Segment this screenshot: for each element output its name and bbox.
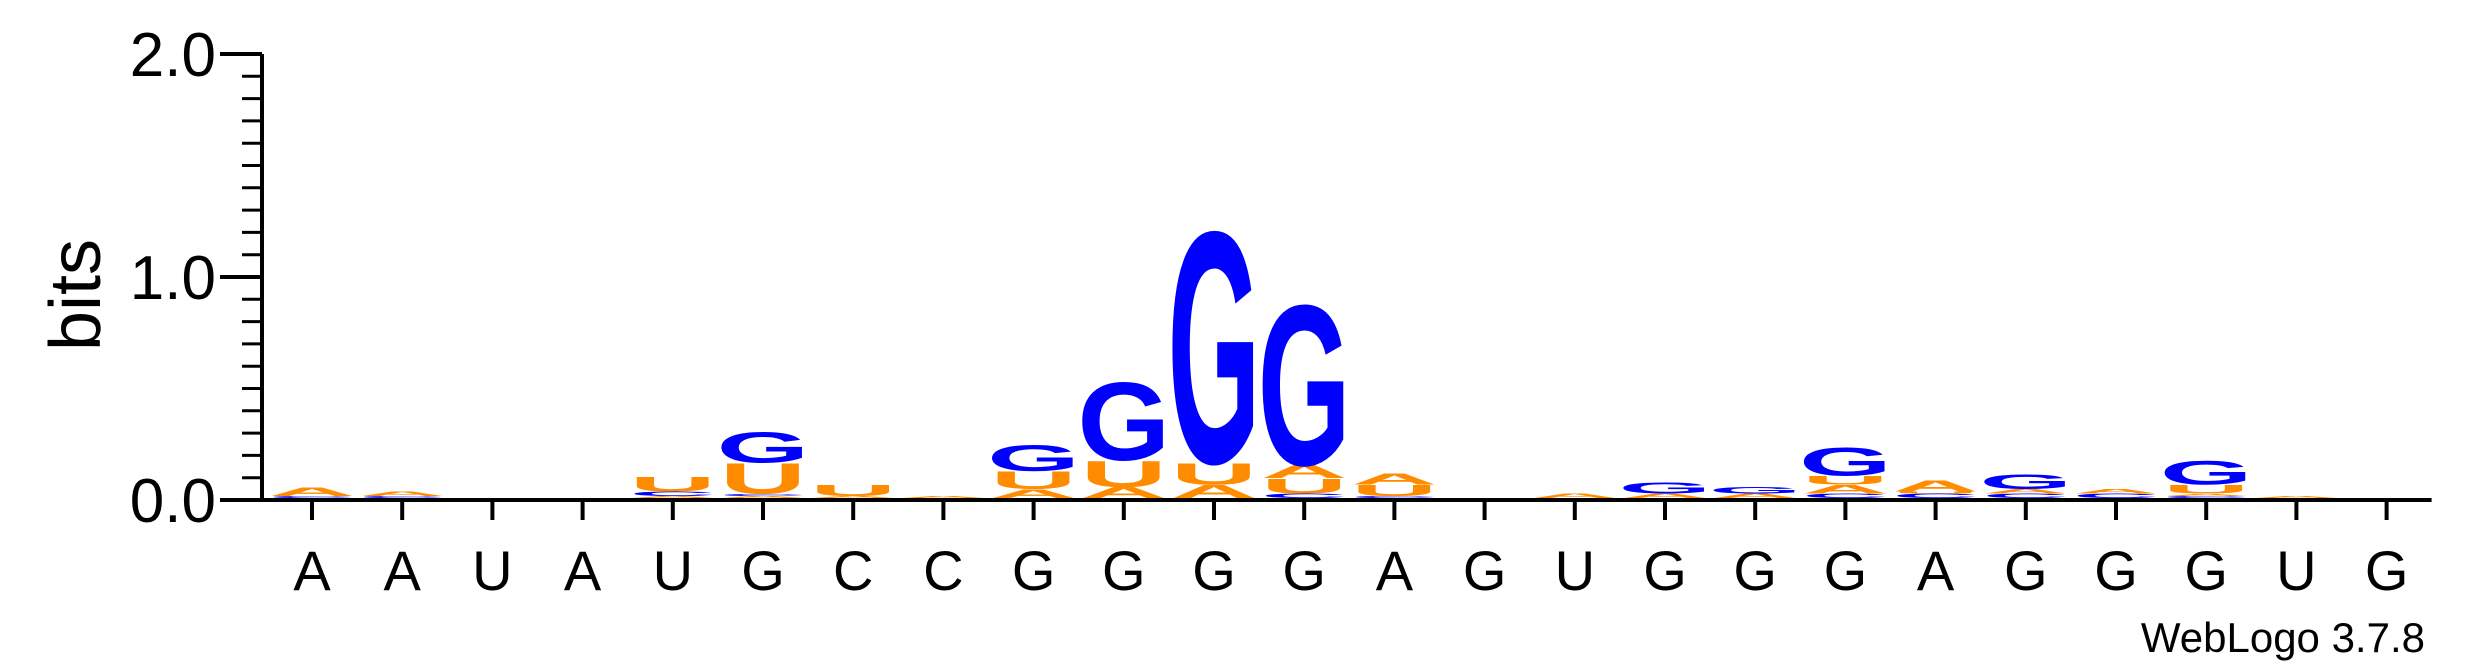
logo-letter-g: G — [1979, 470, 2072, 494]
logo-letter-a: A — [1261, 461, 1347, 482]
logo-letter-a: A — [2163, 493, 2249, 496]
logo-letter-u: U — [1081, 453, 1167, 495]
logo-letter-a: A — [1892, 477, 1978, 494]
x-tick-label: C — [833, 539, 873, 602]
logo-letter-u: U — [990, 467, 1076, 495]
logo-letter-c: C — [2163, 495, 2249, 498]
logo-letter-u: U — [2163, 482, 2249, 496]
x-tick-label: U — [472, 539, 512, 602]
logo-letter-a: A — [630, 495, 716, 498]
logo-letter-c: C — [1892, 492, 1978, 499]
y-tick-label: 1.0 — [130, 244, 216, 313]
logo-letter-g: G — [1168, 163, 1261, 533]
x-tick-label: G — [2184, 539, 2228, 602]
logo-letter-g: G — [1619, 480, 1712, 497]
logo-letter-a: A — [1081, 484, 1167, 501]
logo-letter-a: A — [1712, 492, 1798, 499]
logo-letter-c: C — [2073, 492, 2159, 499]
logo-letter-a: A — [1532, 492, 1618, 499]
logo-letter-c: C — [269, 495, 355, 498]
logo-letter-c: C — [720, 493, 806, 496]
x-tick-label: A — [384, 539, 422, 602]
logo-letter-a: A — [1351, 471, 1437, 488]
logo-letter-c: C — [359, 495, 445, 498]
logo-letter-g: G — [717, 424, 810, 472]
logo-letter-c: C — [630, 490, 716, 497]
weblogo-credit: WebLogo 3.7.8 — [2141, 614, 2425, 661]
logo-letter-a: A — [900, 495, 986, 498]
x-tick-label: G — [1102, 539, 1146, 602]
logo-letter-a: A — [2253, 495, 2339, 498]
x-tick-label: U — [653, 539, 693, 602]
x-tick-label: G — [741, 539, 785, 602]
logo-letter-c: C — [1261, 492, 1347, 499]
logo-letter-u: U — [810, 482, 896, 499]
y-axis-title: bits — [36, 239, 116, 351]
x-tick-label: G — [2094, 539, 2138, 602]
logo-letter-c: C — [1802, 492, 1888, 499]
x-tick-label: G — [1733, 539, 1777, 602]
logo-letter-a: A — [810, 495, 896, 498]
x-tick-label: A — [1376, 539, 1414, 602]
logo-letter-u: U — [630, 472, 716, 496]
logo-letter-g: G — [1709, 485, 1802, 495]
logo-letter-g: G — [1258, 258, 1351, 514]
x-tick-label: G — [1192, 539, 1236, 602]
logo-letter-g: G — [2160, 454, 2253, 492]
logo-letter-a: A — [269, 485, 355, 499]
logo-letter-g: G — [1799, 439, 1892, 484]
x-tick-label: G — [1012, 539, 1056, 602]
logo-letter-c: C — [1351, 495, 1437, 498]
logo-letter-a: A — [1983, 488, 2069, 495]
x-tick-label: U — [1555, 539, 1595, 602]
logo-letter-a: A — [990, 487, 1076, 501]
x-tick-label: G — [2365, 539, 2409, 602]
x-tick-label: U — [2276, 539, 2316, 602]
logo-letter-u: U — [720, 455, 806, 503]
logo-letter-a: A — [359, 490, 445, 497]
x-tick-label: A — [564, 539, 602, 602]
x-tick-label: G — [1282, 539, 1326, 602]
x-tick-label: G — [1643, 539, 1687, 602]
logo-letter-a: A — [1171, 481, 1257, 502]
logo-letter-a: A — [1622, 492, 1708, 499]
logo-letter-a: A — [2073, 488, 2159, 495]
logo-letter-u: U — [1892, 491, 1978, 494]
logo-letter-a: A — [1802, 482, 1888, 496]
logo-letter-u: U — [1171, 457, 1257, 491]
y-tick-label: 0.0 — [130, 467, 216, 536]
x-tick-label: G — [1463, 539, 1507, 602]
logo-letter-u: U — [1261, 474, 1347, 498]
logo-letter-a: A — [720, 495, 806, 498]
x-tick-label: C — [923, 539, 963, 602]
x-tick-label: A — [293, 539, 331, 602]
logo-letter-c: C — [1983, 492, 2069, 499]
y-tick-label: 2.0 — [130, 21, 216, 90]
logo-letter-u: U — [1802, 473, 1888, 487]
x-tick-label: G — [2004, 539, 2048, 602]
x-tick-label: A — [1917, 539, 1955, 602]
logo-letter-g: G — [1077, 360, 1170, 484]
logo-letter-g: G — [987, 438, 1080, 480]
logo-letter-u: U — [1351, 482, 1437, 499]
x-tick-label: G — [1824, 539, 1868, 602]
